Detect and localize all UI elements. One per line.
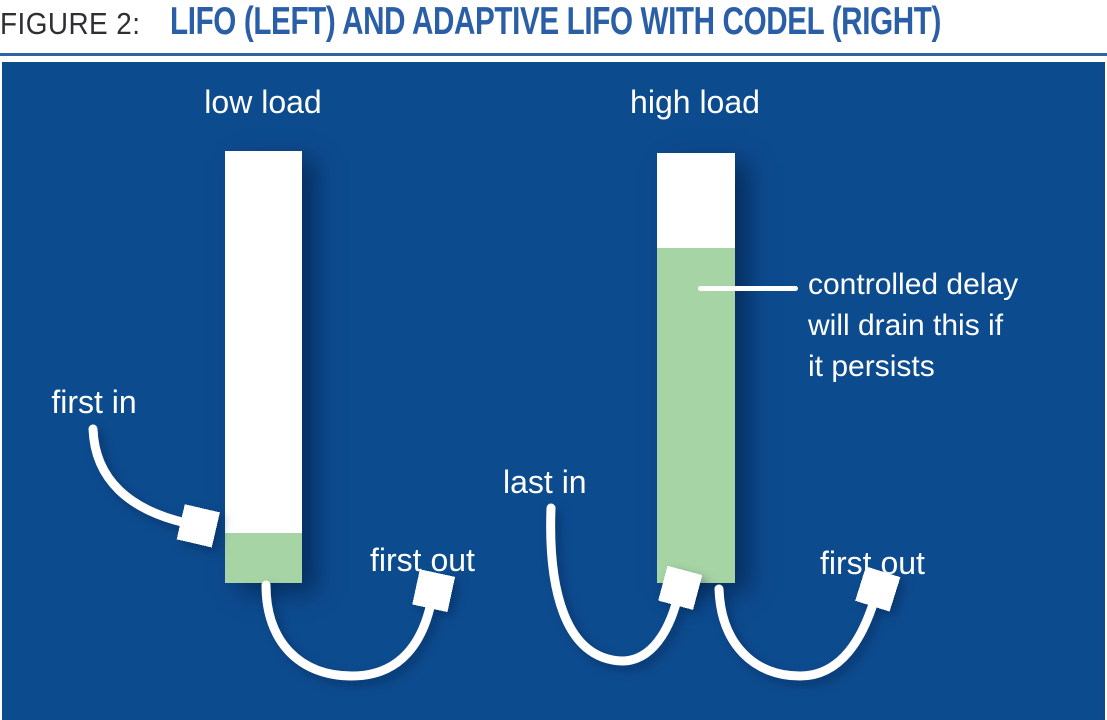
high-load-label: high load — [630, 84, 760, 120]
first-in-label: first in — [51, 384, 137, 420]
left-queue-fill — [225, 532, 302, 583]
first-out-arrow-right — [714, 589, 874, 681]
diagram-panel: low load high load first in first out la… — [2, 62, 1105, 720]
flow-arrows — [88, 424, 1105, 681]
annotation-pointer-line — [698, 286, 798, 291]
first-out-label-right: first out — [820, 545, 925, 581]
last-in-label: last in — [503, 464, 587, 500]
annotation-line: it persists — [808, 350, 935, 383]
first-out-arrow-left — [261, 585, 431, 681]
right-queue-bar — [657, 153, 735, 583]
annotation-line: controlled delay — [808, 268, 1019, 301]
low-load-label: low load — [204, 84, 322, 120]
right-queue-fill — [657, 247, 735, 583]
first-in-arrow — [88, 424, 186, 523]
figure-title: LIFO (LEFT) AND ADAPTIVE LIFO WITH CODEL… — [170, 0, 942, 43]
controlled-delay-annotation: controlled delay will drain this if it p… — [808, 264, 1018, 387]
figure-header: FIGURE 2: LIFO (LEFT) AND ADAPTIVE LIFO … — [0, 0, 1107, 50]
figure-label: FIGURE 2: — [0, 6, 141, 41]
annotation-line: will drain this if — [808, 309, 1004, 342]
first-out-label-left: first out — [370, 542, 475, 578]
header-rule — [0, 53, 1107, 56]
left-queue-bar — [225, 151, 302, 583]
